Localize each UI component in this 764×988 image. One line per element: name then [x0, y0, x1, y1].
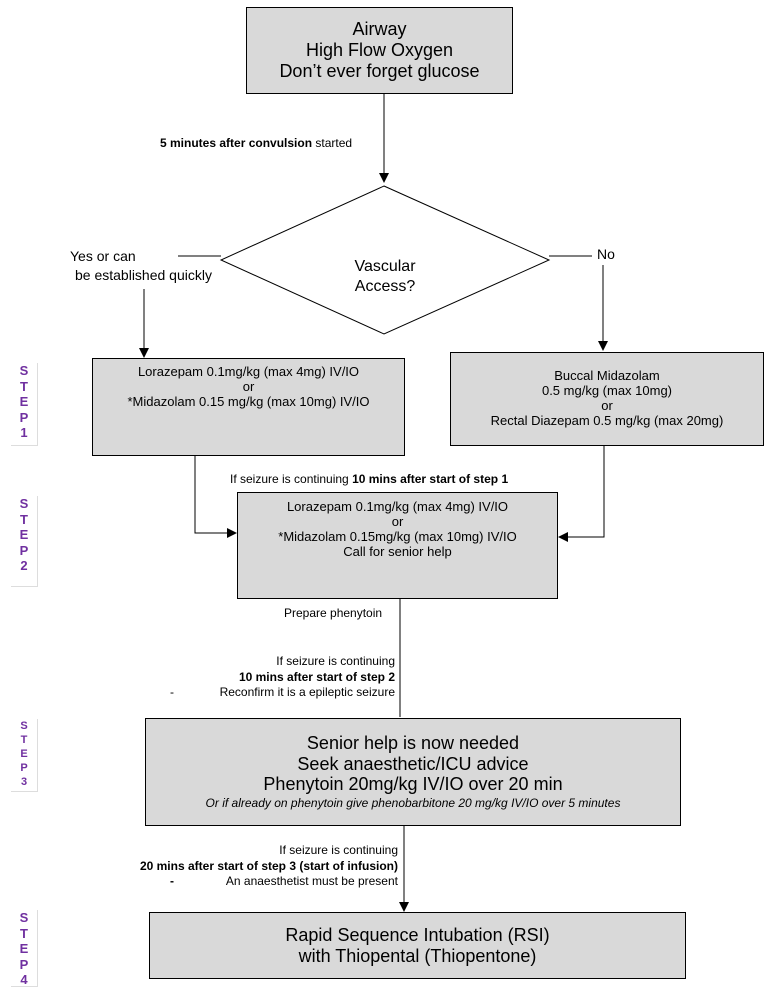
step4-line-2: with Thiopental (Thiopentone): [298, 945, 537, 966]
diamond-line-2: Access?: [354, 278, 416, 295]
box-step4: Rapid Sequence Intubation (RSI) with Thi…: [149, 912, 686, 979]
box-step3: Senior help is now needed Seek anaesthet…: [145, 718, 681, 826]
step3-line-3: Phenytoin 20mg/kg IV/IO over 20 min: [263, 774, 563, 795]
step2-line-1: Lorazepam 0.1mg/kg (max 4mg) IV/IO: [286, 499, 509, 514]
step2-cont-line-1: If seizure is continuing: [276, 654, 395, 668]
label-10-mins-step1-rest: If seizure is continuing: [230, 472, 353, 486]
label-5-minutes-bold: 5 minutes after convulsion: [160, 136, 313, 150]
step4-letter: T: [20, 925, 28, 941]
step3-note: Or if already on phenytoin give phenobar…: [205, 796, 621, 811]
box-airway: Airway High Flow Oxygen Don’t ever forge…: [246, 7, 513, 94]
step3-letter: P: [20, 762, 28, 774]
label-10-mins-step1: If seizure is continuing 10 mins after s…: [230, 472, 508, 486]
step3-cont-line-1: If seizure is continuing: [279, 843, 398, 857]
label-5-minutes-rest: started: [312, 136, 353, 150]
label-10-mins-step1-bold: 10 mins after start of step 1: [352, 472, 509, 486]
step2-cont-dash: -: [170, 685, 174, 699]
diamond-text: Vascular Access?: [330, 257, 440, 297]
step1-right-line-2: 0.5 mg/kg (max 10mg): [541, 383, 673, 399]
step4-letter: P: [19, 956, 29, 972]
yes-line-1: Yes or can: [70, 248, 136, 264]
step1-right-line-3: or: [601, 398, 613, 413]
step1-left-line-1: Lorazepam 0.1mg/kg (max 4mg) IV/IO: [137, 364, 360, 379]
step3-line-2: Seek anaesthetic/ICU advice: [297, 753, 529, 774]
box-step1-buccal: Buccal Midazolam 0.5 mg/kg (max 10mg) or…: [450, 352, 764, 446]
step4-letter: S: [19, 910, 29, 925]
step1-letter: S: [19, 363, 29, 378]
step1-right-line-1: Buccal Midazolam: [554, 368, 660, 384]
step-label-3: S T E P 3: [11, 719, 38, 792]
label-5-minutes: 5 minutes after convulsion started: [160, 136, 352, 150]
step1-letter: P: [19, 409, 29, 425]
label-no-branch: No: [597, 246, 615, 262]
step2-line-4: Call for senior help: [343, 543, 452, 559]
step3-cont-line-3-text: An anaesthetist must be present: [225, 874, 398, 888]
step3-letter: S: [20, 720, 28, 732]
yes-line-2: be established quickly: [75, 267, 212, 283]
airway-line-2: High Flow Oxygen: [305, 40, 454, 61]
label-step3-continuing: If seizure is continuing 20 mins after s…: [100, 843, 398, 890]
step2-cont-line-2-bold: 10 mins after start of step 2: [238, 669, 395, 684]
step2-line-3: *Midazolam 0.15mg/kg (max 10mg) IV/IO: [278, 528, 517, 544]
label-yes-branch: Yes or can be established quickly: [70, 247, 212, 285]
step3-cont-dash: -: [170, 874, 174, 888]
step2-cont-line-2: 10 mins after start of step 2: [160, 670, 395, 686]
step2-number: 2: [20, 558, 28, 573]
box-step1-lorazepam: Lorazepam 0.1mg/kg (max 4mg) IV/IO or *M…: [92, 358, 405, 456]
step2-cont-line-3: - Reconfirm it is a epileptic seizure: [160, 685, 395, 701]
step3-cont-line-2-bold: 20 mins after start of step 3 (start of …: [139, 858, 398, 873]
step2-line-2: or: [391, 513, 404, 529]
step3-letter: E: [20, 748, 28, 760]
box-step2: Lorazepam 0.1mg/kg (max 4mg) IV/IO or *M…: [237, 492, 558, 599]
label-prepare-phenytoin: Prepare phenytoin: [284, 606, 383, 620]
step2-letter: T: [20, 511, 28, 527]
step1-letter: T: [20, 378, 28, 394]
step-label-4: S T E P 4: [11, 910, 38, 987]
label-step2-continuing: If seizure is continuing 10 mins after s…: [160, 654, 395, 701]
step1-right-line-4: Rectal Diazepam 0.5 mg/kg (max 20mg): [490, 412, 724, 428]
step3-cont-line-3: - An anaesthetist must be present: [100, 874, 398, 890]
step1-letter: E: [19, 394, 29, 409]
step3-letter: T: [20, 734, 28, 746]
diamond-line-1: Vascular: [354, 258, 416, 275]
step4-letter: E: [19, 941, 29, 956]
step3-number: 3: [20, 776, 28, 788]
step1-left-line-3: *Midazolam 0.15 mg/kg (max 10mg) IV/IO: [127, 393, 370, 409]
step-label-1: S T E P 1: [11, 363, 38, 446]
airway-line-3: Don’t ever forget glucose: [279, 60, 480, 81]
airway-line-1: Airway: [352, 19, 407, 40]
step2-letter: E: [19, 527, 29, 542]
step2-cont-line-3-text: Reconfirm it is a epileptic seizure: [219, 685, 395, 699]
connector-step1-left-to-step2: [194, 456, 237, 538]
step-label-2: S T E P 2: [11, 496, 38, 587]
step2-letter: S: [19, 496, 29, 511]
connector-step1-right-to-step2: [558, 446, 605, 542]
vascular-access-diamond: [219, 185, 551, 335]
step4-number: 4: [20, 972, 28, 987]
step4-line-1: Rapid Sequence Intubation (RSI): [285, 924, 550, 945]
step1-number: 1: [20, 425, 28, 440]
step3-line-1: Senior help is now needed: [306, 733, 520, 754]
step1-left-line-2: or: [242, 378, 255, 394]
step3-cont-line-2: 20 mins after start of step 3 (start of …: [100, 859, 398, 875]
step2-letter: P: [19, 542, 29, 558]
